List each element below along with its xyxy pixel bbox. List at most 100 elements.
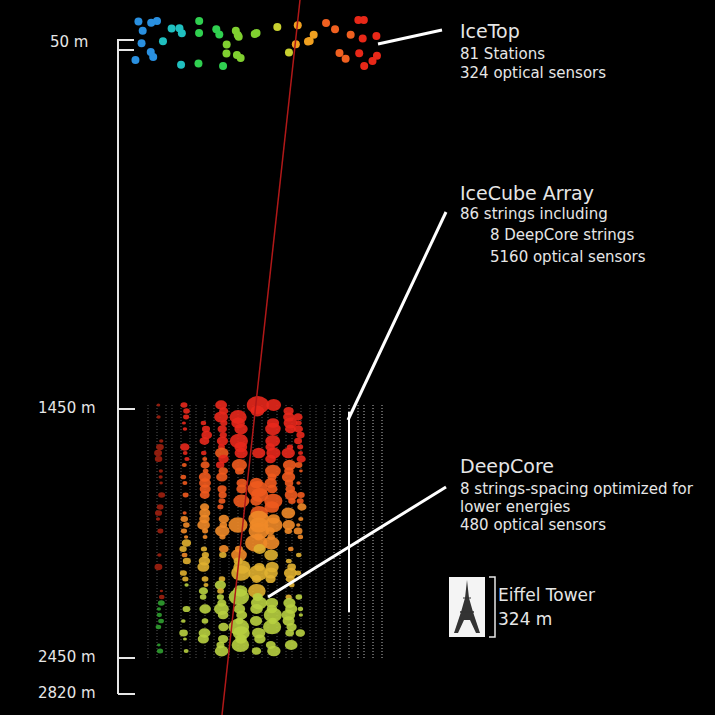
callout-text: 8 strings-spacing optimized for lower en… [460,480,710,516]
string-line [148,405,149,660]
hit-blob [157,403,161,406]
hit-blob [294,425,303,432]
hit-blob [182,553,188,558]
hit-blob [159,469,163,472]
hit-blob [183,427,188,431]
hit-blob [220,420,227,426]
hit-blob [197,562,209,572]
hit-blob [157,553,161,557]
hit-blob [154,564,162,570]
icetop-station [131,56,139,64]
hit-blob [263,536,279,549]
hit-blob [199,587,208,594]
hit-blob [265,423,281,435]
hit-blob [183,493,189,498]
icetop-station [147,48,155,56]
hit-blob [294,527,303,534]
leader-lines [268,30,446,597]
icetop-station [369,57,377,65]
hit-blob [184,583,188,586]
icetop-station [219,62,227,70]
icetop-station [222,49,230,57]
string-line [340,405,341,660]
hit-blob [295,594,302,599]
callout-text: 8 DeepCore strings [490,226,634,244]
callout-text: 81 Stations [460,45,545,63]
hit-blob [252,448,265,459]
hit-blob [157,644,161,647]
hit-blob [156,444,164,450]
hit-blob [183,415,189,420]
hit-blob [200,594,207,599]
hit-blob [182,481,187,485]
callout-text: 5160 optical sensors [490,248,646,266]
icetop-station [194,60,202,68]
hit-blob [252,575,262,583]
hit-blob [219,515,229,523]
hit-blob [265,527,274,534]
icetop-station [331,25,339,33]
hit-blob [228,517,247,532]
icetop-stations [131,16,380,70]
hit-blob [157,529,163,534]
hit-blob [183,511,187,514]
hit-blob [229,589,249,605]
hit-blob [250,496,262,505]
hit-blob [218,485,227,492]
icetop-station [360,16,368,24]
callout-text: 324 optical sensors [460,64,606,82]
hit-blob [265,575,275,583]
icetop-station [139,27,147,35]
hit-blob [296,523,300,526]
icetop-station [223,41,231,49]
hit-blob [218,498,225,504]
icetop-station [138,39,146,47]
hit-blob [183,522,190,527]
hit-blob [299,613,303,616]
icetop-station [359,34,367,42]
hit-blob [234,424,247,435]
depth-label: 50 m [50,33,88,51]
string-line [316,405,317,660]
hit-blob [217,505,223,510]
hit-blob [264,501,279,513]
hit-blob [154,450,162,456]
hit-blob [183,408,190,413]
icetop-station [195,29,203,37]
hit-blob [265,455,276,464]
hit-blob [182,576,188,581]
hit-blob [251,406,265,417]
hit-blob [288,498,295,504]
string-line [382,405,383,660]
string-line [325,405,326,660]
hit-blob [180,475,186,480]
hit-blob [252,647,261,654]
hit-blob [184,457,189,461]
hit-blob [263,620,281,635]
hit-blob [254,634,265,643]
hit-blobs [154,396,306,656]
hit-blob [299,470,303,473]
icetop-station [159,37,167,45]
hit-blob [156,415,160,418]
callout-text: IceTop [460,20,520,43]
callout-text: Eiffel Tower [498,585,595,605]
callout-text: DeepCore [460,455,554,478]
hit-blob [285,640,298,650]
icetop-station [273,23,281,31]
hit-blob [155,510,162,516]
icetop-station [177,61,185,69]
hit-blob [203,535,208,539]
icetop-station [355,49,363,57]
hit-blob [199,604,211,613]
hit-blob [183,637,187,640]
icetop-station [285,48,293,56]
hit-blob [179,630,188,637]
icetop-station [175,24,183,32]
icetop-station [360,62,368,70]
hit-blob [201,451,206,455]
hit-blob [219,545,229,553]
string-line [196,405,197,660]
